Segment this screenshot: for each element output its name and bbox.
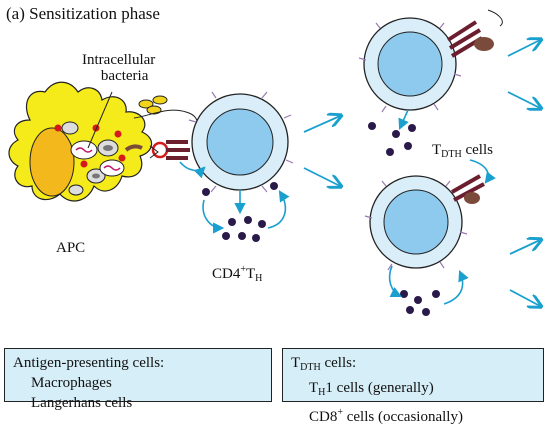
apc-label: APC	[56, 240, 86, 256]
tdth-cell-lower	[364, 174, 485, 271]
cytokines-upper	[368, 122, 416, 156]
tdth-box-heading: TDTH cells:	[291, 355, 357, 373]
tdth-box-item-th1: TH1 cells (generally)	[309, 380, 434, 398]
cytokines-cd4	[202, 182, 278, 242]
tdth-box-item-cd8: CD8+ cells (occasionally)	[309, 407, 463, 425]
apc-red-granules	[54, 124, 126, 168]
receptor-complex	[124, 140, 190, 160]
tdth-cells-label: TDTH cells	[432, 142, 493, 160]
output-arrows	[507, 40, 540, 306]
apc-nucleus	[29, 127, 75, 197]
apc-cell	[8, 81, 153, 202]
bacteria-pointer	[87, 91, 113, 149]
lower-arrows	[388, 159, 496, 305]
tdth-types-box: TDTH cells: TH1 cells (generally) CD8+ c…	[282, 348, 544, 425]
apc-box-item: Macrophages	[31, 375, 112, 391]
cytokines-lower	[400, 290, 440, 316]
upper-arrows	[398, 109, 409, 131]
tdth-cell-upper	[358, 9, 503, 113]
bacteria-vacuoles	[61, 121, 125, 196]
differentiation-arrows	[303, 116, 340, 186]
panel-title: (a) Sensitization phase	[6, 4, 160, 23]
apc-box-item: Langerhans cells	[31, 395, 133, 411]
cd4-arrows	[179, 161, 290, 234]
intracellular-bacteria-label: Intracellular bacteria	[82, 52, 156, 84]
cd4-th-label: CD4+TH	[212, 264, 263, 284]
surface-bacteria	[133, 95, 198, 129]
apc-types-box: Antigen-presenting cells: Macrophages La…	[4, 348, 272, 411]
apc-box-heading: Antigen-presenting cells:	[13, 355, 165, 371]
cd4-t-cell	[188, 91, 294, 193]
